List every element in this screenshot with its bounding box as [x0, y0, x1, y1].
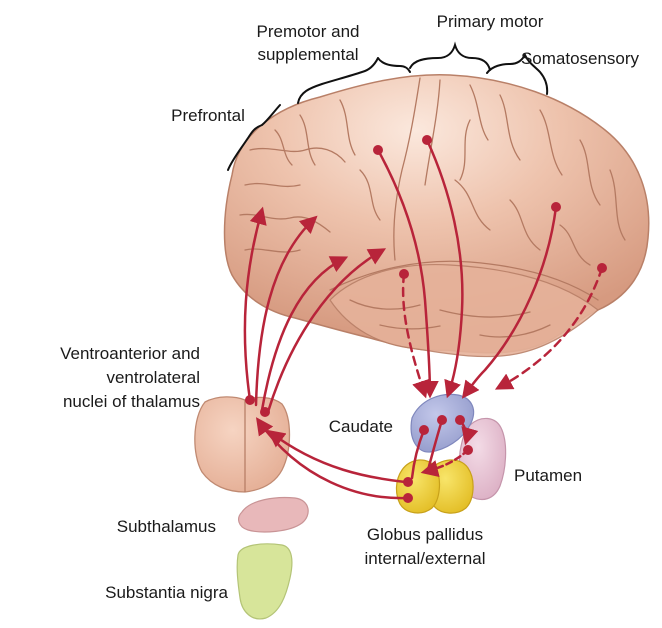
substantia-nigra — [236, 543, 293, 620]
pathway-thalamus-to-motor — [266, 248, 387, 414]
subthalamus — [238, 496, 309, 533]
label-putamen: Putamen — [514, 466, 582, 485]
label-primary-motor: Primary motor — [437, 12, 544, 31]
dot-motor-2 — [422, 135, 432, 145]
pathway-globus-to-thalamus-2 — [255, 417, 410, 500]
label-thalamus-line2: ventrolateral — [106, 368, 200, 387]
pathway-thalamus-to-premotor-2 — [260, 256, 349, 412]
brain-sulci — [239, 77, 626, 338]
dot-motor-1 — [373, 145, 383, 155]
label-thalamus-line3: nuclei of thalamus — [63, 392, 200, 411]
dot-globus-2 — [403, 493, 413, 503]
pathway-motor-to-caudate-1 — [376, 148, 439, 399]
pathway-origin-dots — [245, 135, 607, 503]
dot-caudate-3 — [455, 415, 465, 425]
pathway-dashed-cortex-1 — [401, 272, 429, 399]
label-substantia-nigra: Substantia nigra — [105, 583, 228, 602]
dot-cortex-dashed-2 — [597, 263, 607, 273]
pathway-thalamus-to-premotor-1 — [254, 215, 318, 407]
dot-caudate-1 — [419, 425, 429, 435]
label-premotor-line1: Premotor and — [257, 22, 360, 41]
thalamus — [194, 396, 291, 493]
globus-pallidus-internal — [395, 459, 441, 514]
dot-thalamus-1 — [245, 395, 255, 405]
dot-somatosensory — [551, 202, 561, 212]
dot-cortex-dashed-1 — [399, 269, 409, 279]
dot-thalamus-2 — [260, 407, 270, 417]
label-thalamus-line1: Ventroanterior and — [60, 344, 200, 363]
label-caudate: Caudate — [329, 417, 393, 436]
somatosensory-bracket — [486, 52, 549, 95]
label-globus-line1: Globus pallidus — [367, 525, 483, 544]
region-brackets — [227, 41, 549, 171]
dot-caudate-2 — [437, 415, 447, 425]
pathway-thalamus-to-prefrontal — [243, 206, 267, 402]
label-prefrontal: Prefrontal — [171, 106, 245, 125]
label-subthalamus: Subthalamus — [117, 517, 216, 536]
label-somatosensory: Somatosensory — [521, 49, 640, 68]
pathway-globus-to-thalamus-1 — [267, 429, 407, 484]
pathway-motor-to-caudate-2 — [425, 138, 464, 399]
dot-putamen — [463, 445, 473, 455]
pathway-dashed-cortex-2 — [494, 266, 604, 390]
thalamus-body — [194, 396, 291, 493]
dot-globus-1 — [403, 477, 413, 487]
cerebral-cortex — [223, 74, 650, 358]
pathway-somatosensory-to-caudate — [461, 205, 558, 399]
label-premotor-line2: supplemental — [257, 45, 358, 64]
prefrontal-bracket — [227, 104, 281, 171]
premotor-bracket — [297, 57, 411, 104]
primary-motor-bracket — [409, 41, 491, 71]
label-globus-line2: internal/external — [365, 549, 486, 568]
